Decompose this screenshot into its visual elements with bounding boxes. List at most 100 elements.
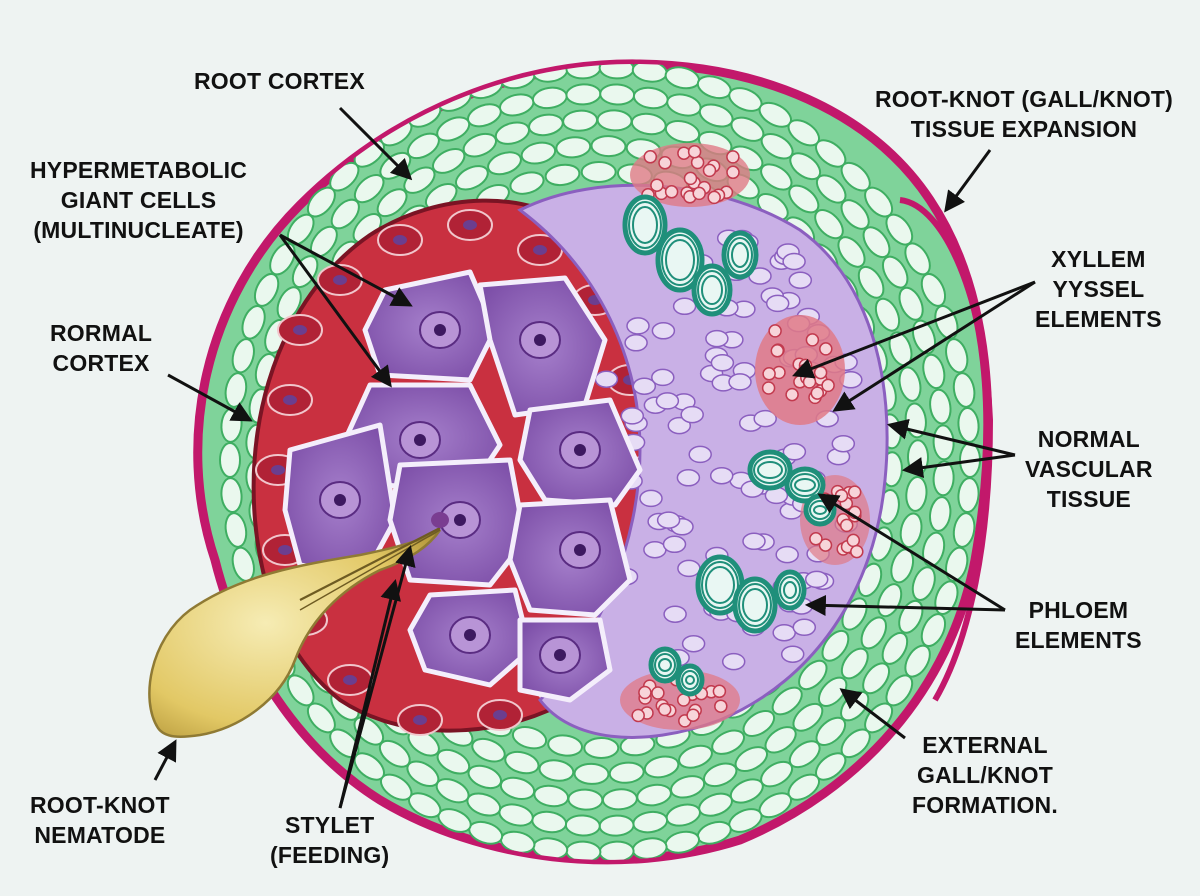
- parenchyma-cell: [625, 335, 647, 351]
- phloem-cell: [704, 164, 716, 176]
- phloem-cell: [806, 334, 818, 346]
- xylem-vessel: [735, 579, 775, 631]
- cortex-cell: [565, 815, 600, 837]
- phloem-cell: [820, 343, 832, 355]
- parenchyma-cell: [773, 625, 795, 641]
- nucleolus: [334, 494, 346, 506]
- parenchyma-cell: [723, 654, 745, 670]
- nucleolus: [464, 629, 476, 641]
- parenchyma-cell: [627, 318, 649, 334]
- nucleus: [278, 545, 292, 555]
- nucleolus: [534, 334, 546, 346]
- cortex-cell: [933, 425, 955, 460]
- parenchyma-cell: [689, 446, 711, 462]
- nucleus: [343, 675, 357, 685]
- phloem-cell: [659, 157, 671, 169]
- label-phloem-elements: PHLOEM ELEMENTS: [1015, 595, 1142, 655]
- parenchyma-cell: [832, 436, 854, 452]
- nucleus: [533, 245, 547, 255]
- root-cross-section: [198, 58, 990, 863]
- phloem-cell: [836, 490, 848, 502]
- cortex-cell: [584, 738, 618, 758]
- parenchyma-cell: [652, 323, 674, 339]
- phloem-cell: [810, 533, 822, 545]
- cortex-cell: [566, 58, 601, 80]
- feeding-site: [431, 512, 449, 528]
- phloem-cell: [786, 389, 798, 401]
- phloem-cell: [727, 151, 739, 163]
- nucleolus: [414, 434, 426, 446]
- label-xyllem-yyssel-elements: XYLLEM YYSSEL ELEMENTS: [1035, 244, 1162, 334]
- parenchyma-cell: [595, 371, 617, 387]
- label-rormal-cortex: RORMAL CORTEX: [50, 318, 152, 378]
- phloem-cell: [847, 534, 859, 546]
- cortex-cell: [566, 84, 601, 106]
- nucleolus: [574, 544, 586, 556]
- phloem-cell: [685, 172, 697, 184]
- parenchyma-cell: [706, 331, 728, 347]
- cortex-cell: [599, 841, 634, 863]
- label-external-gall-knot-formation: EXTERNAL GALL/KNOT FORMATION.: [912, 730, 1058, 820]
- phloem-cell: [804, 376, 816, 388]
- nucleus: [393, 235, 407, 245]
- arrow-gall-expansion: [946, 150, 990, 210]
- parenchyma-cell: [644, 542, 666, 558]
- phloem-cell: [769, 325, 781, 337]
- cortex-cell: [574, 763, 609, 784]
- phloem-cell: [689, 146, 701, 158]
- parenchyma-cell: [656, 393, 678, 409]
- cortex-cell: [568, 789, 603, 811]
- label-root-knot-nematode: ROOT-KNOT NEMATODE: [30, 790, 170, 850]
- phloem-cell: [708, 191, 720, 203]
- nucleus: [293, 325, 307, 335]
- parenchyma-cell: [633, 378, 655, 394]
- parenchyma-cell: [793, 619, 815, 635]
- phloem-cell: [849, 486, 861, 498]
- nucleus: [413, 715, 427, 725]
- cortex-cell: [582, 162, 616, 182]
- phloem-cell: [644, 151, 656, 163]
- phloem-cell: [763, 382, 775, 394]
- parenchyma-cell: [681, 407, 703, 423]
- parenchyma-cell: [664, 606, 686, 622]
- cortex-cell: [597, 110, 632, 132]
- parenchyma-cell: [678, 560, 700, 576]
- nucleolus: [434, 324, 446, 336]
- parenchyma-cell: [776, 547, 798, 563]
- phloem-cell: [851, 546, 863, 558]
- xylem-vessel: [694, 266, 730, 314]
- parenchyma-cell: [664, 536, 686, 552]
- phloem-cell: [659, 704, 671, 716]
- parenchyma-cell: [806, 571, 828, 587]
- phloem-cell: [763, 368, 775, 380]
- phloem-cell: [822, 379, 834, 391]
- nucleolus: [454, 514, 466, 526]
- nucleus: [463, 220, 477, 230]
- label-stylet-feeding: STYLET (FEEDING): [270, 810, 389, 870]
- nucleus: [333, 275, 347, 285]
- cortex-cell: [600, 84, 635, 106]
- phloem-cell: [771, 345, 783, 357]
- phloem-cell: [652, 687, 664, 699]
- parenchyma-cell: [743, 533, 765, 549]
- label-hypermetabolic-giant-cells: HYPERMETABOLIC GIANT CELLS (MULTINUCLEAT…: [30, 155, 247, 245]
- parenchyma-cell: [658, 512, 680, 528]
- parenchyma-cell: [711, 468, 733, 484]
- parenchyma-cell: [783, 254, 805, 270]
- phloem-cell: [727, 166, 739, 178]
- nucleolus: [554, 649, 566, 661]
- parenchyma-cell: [674, 298, 696, 314]
- phloem-cell: [715, 700, 727, 712]
- cortex-cell: [599, 815, 634, 837]
- parenchyma-cell: [729, 374, 751, 390]
- phloem-cell: [639, 687, 651, 699]
- parenchyma-cell: [789, 272, 811, 288]
- phloem-cell: [713, 685, 725, 697]
- label-root-knot-tissue-expansion: ROOT-KNOT (GALL/KNOT) TISSUE EXPANSION: [875, 84, 1173, 144]
- parenchyma-cell: [621, 408, 643, 424]
- phloem-cell: [687, 709, 699, 721]
- label-root-cortex: ROOT CORTEX: [194, 66, 365, 96]
- phloem-cell: [666, 186, 678, 198]
- phloem-cell: [841, 519, 853, 531]
